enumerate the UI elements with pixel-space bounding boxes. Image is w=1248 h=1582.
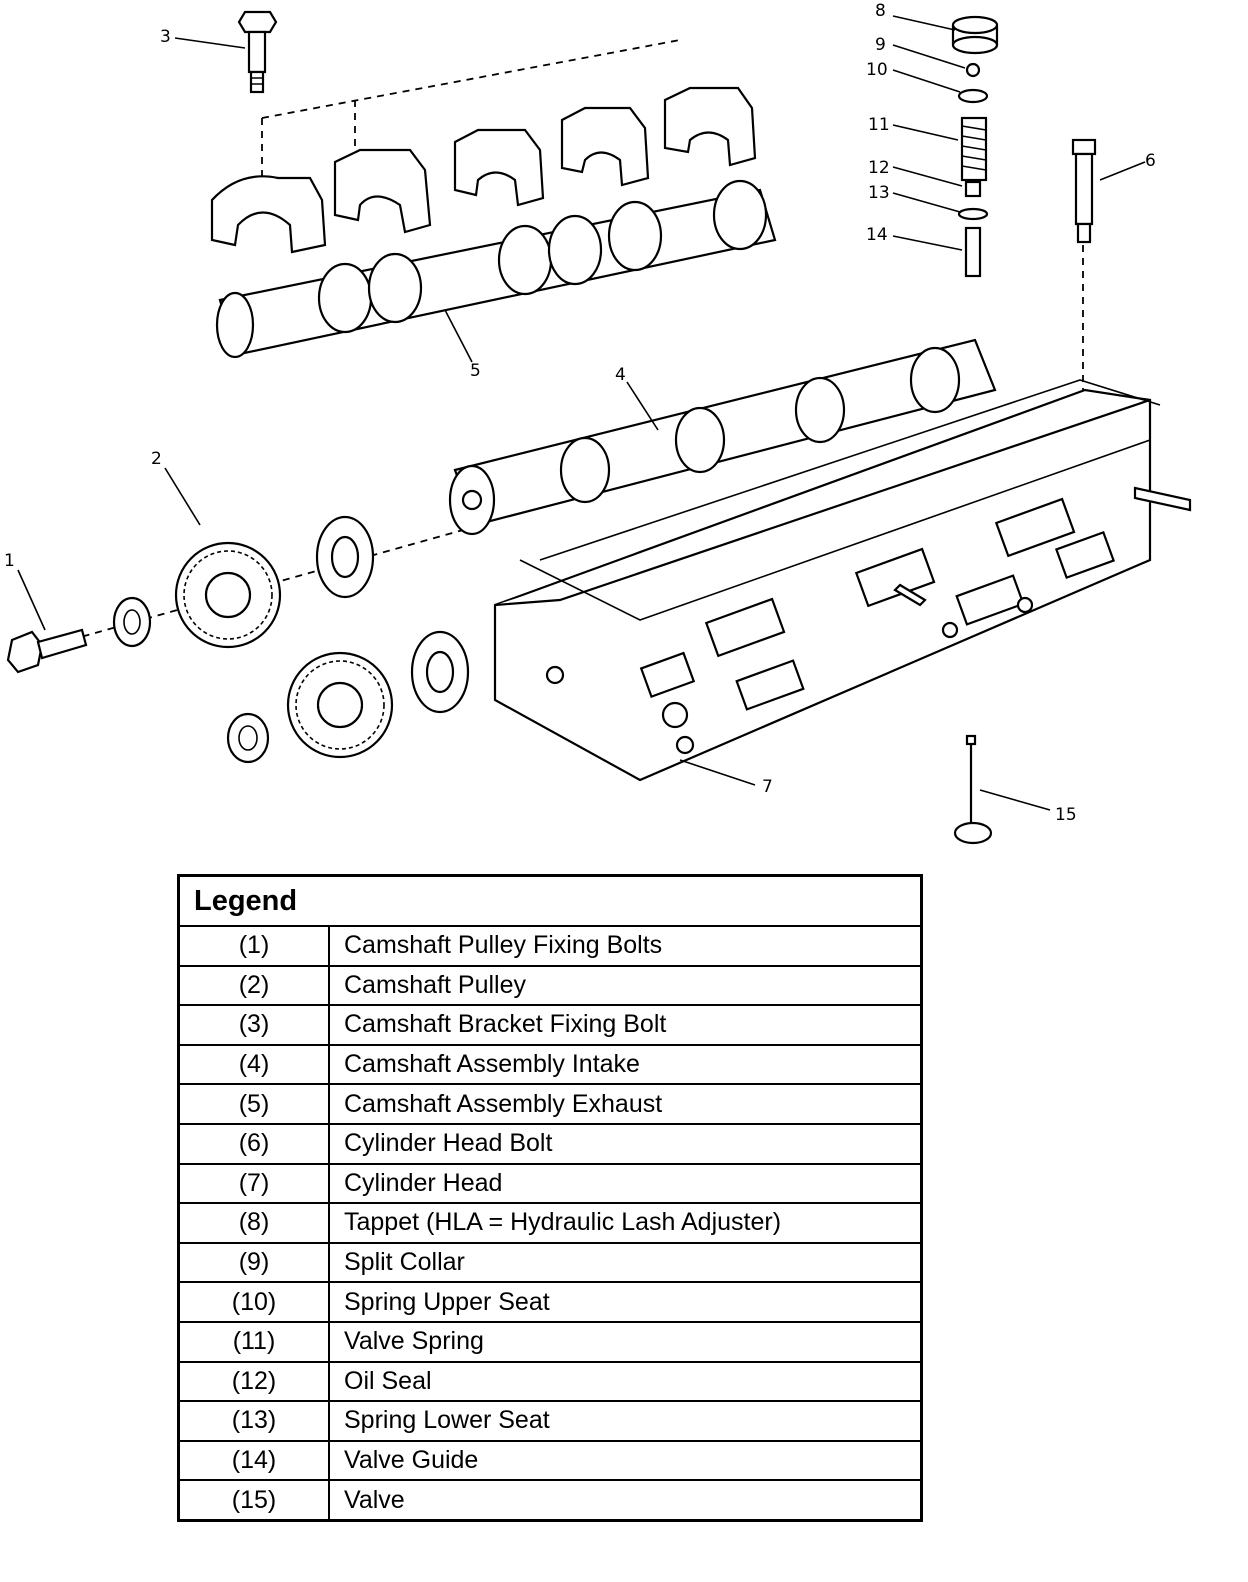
bearing-caps bbox=[210, 86, 757, 254]
legend-row: (14)Valve Guide bbox=[177, 1439, 923, 1482]
camshaft-pulleys bbox=[174, 541, 394, 759]
callout-5: 5 bbox=[470, 361, 481, 381]
legend-row: (15)Valve bbox=[177, 1479, 923, 1522]
callout-15: 15 bbox=[1055, 805, 1077, 825]
legend-item-description: Valve Spring bbox=[328, 1320, 923, 1363]
camshaft-bracket-bolt bbox=[237, 10, 278, 94]
legend-item-description: Valve bbox=[328, 1479, 923, 1522]
legend-item-number: (15) bbox=[177, 1479, 330, 1522]
callout-1: 1 bbox=[4, 551, 15, 571]
legend-item-description: Cylinder Head bbox=[328, 1162, 923, 1205]
legend-item-number: (6) bbox=[177, 1122, 330, 1165]
legend-item-number: (1) bbox=[177, 925, 330, 967]
camshaft-oil-seals bbox=[315, 515, 470, 714]
callout-4: 4 bbox=[615, 365, 626, 385]
legend-item-description: Camshaft Assembly Exhaust bbox=[328, 1083, 923, 1125]
legend-item-description: Spring Upper Seat bbox=[328, 1281, 923, 1323]
callout-12: 12 bbox=[868, 158, 890, 178]
camshaft-pulley-bolt bbox=[6, 628, 88, 674]
callout-13: 13 bbox=[868, 183, 890, 203]
cylinder-head bbox=[493, 379, 1192, 782]
legend-row: (13)Spring Lower Seat bbox=[177, 1400, 923, 1442]
callout-8: 8 bbox=[875, 1, 886, 21]
legend-item-description: Cylinder Head Bolt bbox=[328, 1122, 923, 1165]
legend-row: (9)Split Collar bbox=[177, 1241, 923, 1284]
legend-item-number: (12) bbox=[177, 1360, 330, 1403]
callout-labels: 1 2 3 4 5 6 7 8 9 10 11 12 13 14 15 bbox=[4, 1, 1156, 825]
leader-lines bbox=[17, 15, 1146, 811]
pulley-hubs bbox=[112, 596, 270, 764]
legend-item-description: Valve Guide bbox=[328, 1439, 923, 1482]
legend-row: (10)Spring Upper Seat bbox=[177, 1281, 923, 1323]
legend-row: (8)Tappet (HLA = Hydraulic Lash Adjuster… bbox=[177, 1202, 923, 1244]
legend-item-description: Oil Seal bbox=[328, 1360, 923, 1403]
callout-6: 6 bbox=[1145, 151, 1156, 171]
legend-row: (1)Camshaft Pulley Fixing Bolts bbox=[177, 925, 923, 967]
legend-item-description: Spring Lower Seat bbox=[328, 1400, 923, 1442]
callout-7: 7 bbox=[762, 777, 773, 797]
callout-14: 14 bbox=[866, 225, 888, 245]
legend-item-number: (11) bbox=[177, 1320, 330, 1363]
valve-train-stack bbox=[951, 15, 999, 278]
legend-item-description: Tappet (HLA = Hydraulic Lash Adjuster) bbox=[328, 1202, 923, 1244]
callout-10: 10 bbox=[866, 60, 888, 80]
callout-9: 9 bbox=[875, 35, 886, 55]
legend-header-row: Legend bbox=[177, 874, 923, 927]
exploded-view-diagram: 1 2 3 4 5 6 7 8 9 10 11 12 13 14 15 bbox=[4, 1, 1192, 845]
legend-row: (7)Cylinder Head bbox=[177, 1162, 923, 1205]
legend-item-number: (14) bbox=[177, 1439, 330, 1482]
legend-item-number: (7) bbox=[177, 1162, 330, 1205]
callout-2: 2 bbox=[151, 449, 162, 469]
valve bbox=[953, 734, 993, 845]
legend-item-description: Camshaft Pulley bbox=[328, 964, 923, 1007]
legend-body: (1)Camshaft Pulley Fixing Bolts(2)Camsha… bbox=[177, 925, 923, 1522]
legend-table: Legend (1)Camshaft Pulley Fixing Bolts(2… bbox=[177, 874, 923, 1522]
legend-row: (4)Camshaft Assembly Intake bbox=[177, 1043, 923, 1086]
cylinder-head-bolt bbox=[1071, 138, 1097, 244]
legend-item-number: (5) bbox=[177, 1083, 330, 1125]
legend-row: (11)Valve Spring bbox=[177, 1320, 923, 1363]
legend-item-number: (2) bbox=[177, 964, 330, 1007]
legend-item-number: (10) bbox=[177, 1281, 330, 1323]
legend-row: (2)Camshaft Pulley bbox=[177, 964, 923, 1007]
legend-item-number: (3) bbox=[177, 1004, 330, 1046]
legend-item-description: Split Collar bbox=[328, 1241, 923, 1284]
legend-item-description: Camshaft Bracket Fixing Bolt bbox=[328, 1004, 923, 1046]
legend-item-number: (4) bbox=[177, 1043, 330, 1086]
legend-item-description: Camshaft Pulley Fixing Bolts bbox=[328, 925, 923, 967]
legend-row: (12)Oil Seal bbox=[177, 1360, 923, 1403]
legend-row: (5)Camshaft Assembly Exhaust bbox=[177, 1083, 923, 1125]
legend-item-number: (8) bbox=[177, 1202, 330, 1244]
callout-3: 3 bbox=[160, 27, 171, 47]
legend-item-number: (13) bbox=[177, 1400, 330, 1442]
legend-row: (3)Camshaft Bracket Fixing Bolt bbox=[177, 1004, 923, 1046]
legend-item-description: Camshaft Assembly Intake bbox=[328, 1043, 923, 1086]
legend-row: (6)Cylinder Head Bolt bbox=[177, 1122, 923, 1165]
legend-item-number: (9) bbox=[177, 1241, 330, 1284]
legend-title: Legend bbox=[177, 874, 923, 927]
intake-camshaft bbox=[448, 338, 997, 536]
callout-11: 11 bbox=[868, 115, 890, 135]
exhaust-camshaft bbox=[215, 179, 777, 359]
